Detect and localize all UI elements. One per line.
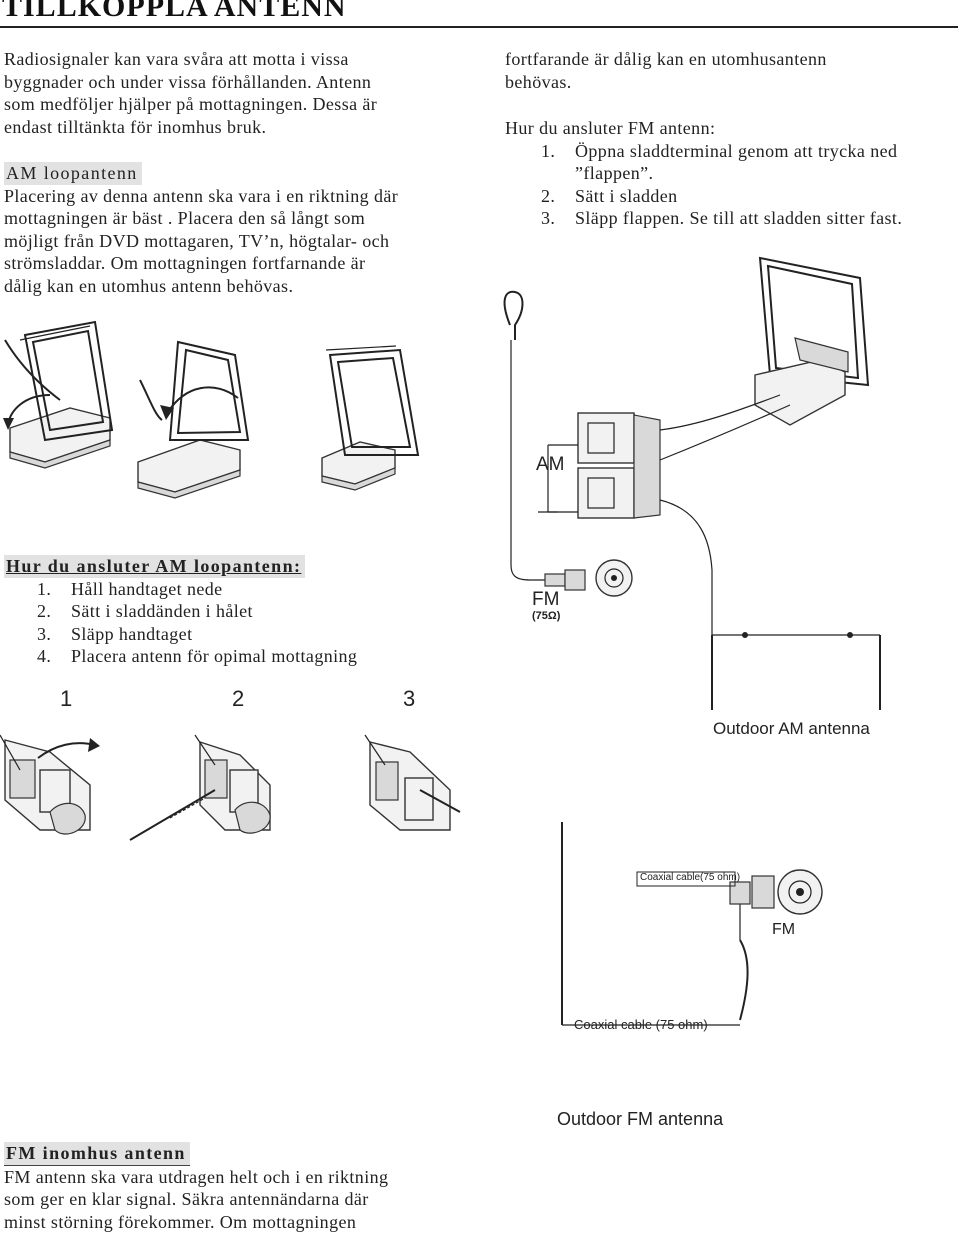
am-terminal-icon <box>577 467 635 519</box>
am-section-line: strömsladdar. Om mottagningen fortfarnan… <box>4 253 366 274</box>
terminal-clip-icon <box>0 734 100 835</box>
list-item: 3.Släpp handtaget <box>37 623 193 644</box>
am-section: AM loopantenn Placering av denna antenn … <box>4 162 398 298</box>
terminal-clip-icon <box>129 734 271 841</box>
fm-indoor-line: som ger en klar signal. Säkra antennända… <box>4 1189 369 1210</box>
fm-small-label: FM <box>772 921 796 938</box>
list-item: 3.Släpp flappen. Se till att sladden sit… <box>541 208 903 229</box>
intro-line: som medföljer hjälper på mottagningen. D… <box>4 94 378 115</box>
terminal-clip-icon <box>364 734 461 831</box>
fm-indoor-heading: FM inomhus antenn <box>4 1142 190 1166</box>
fm-am-connection-diagram <box>503 256 881 710</box>
am-loop-antenna-icon <box>758 256 870 387</box>
am-loop-placement-figure <box>3 320 420 499</box>
am-section-heading: AM loopantenn <box>4 162 142 185</box>
list-item: 2.Sätt i sladdänden i hålet <box>37 601 253 622</box>
am-section-line: möjligt från DVD mottagaren, TV’n, högta… <box>4 230 390 251</box>
am-section-line: dålig kan en utomhus antenn behövas. <box>4 275 294 296</box>
am-loop-antenna-icon <box>137 340 250 499</box>
am-terminal-label: AM <box>536 454 565 475</box>
title-rule <box>0 26 958 28</box>
list-item: 1.Håll handtaget nede <box>37 578 223 599</box>
am-connect-heading: Hur du ansluter AM loopantenn: <box>4 555 306 578</box>
list-item: ”flappen”. <box>575 163 654 184</box>
fm-ohm-label: (75Ω) <box>532 610 561 622</box>
am-terminal-steps-figure <box>0 734 461 841</box>
fm-terminal-label: FM <box>532 589 560 610</box>
outdoor-am-label: Outdoor AM antenna <box>713 719 870 738</box>
coax-small-label: Coaxial cable(75 ohm) <box>640 872 741 883</box>
am-terminal-icon <box>577 412 635 464</box>
list-item: 1.Öppna sladdterminal genom att trycka n… <box>541 140 898 161</box>
intro-line: endast tilltänkta för inomhus bruk. <box>4 116 267 137</box>
intro-line: byggnader och under vissa förhållanden. … <box>4 71 372 92</box>
coax-large-label: Coaxial cable (75 ohm) <box>574 1017 708 1032</box>
page-title: TILLKOPPLA ANTENN <box>2 0 347 23</box>
list-item: 4.Placera antenn för opimal mottagning <box>37 646 358 667</box>
fm-wire-antenna-icon <box>503 290 524 340</box>
fm-connect-steps: 1.Öppna sladdterminal genom att trycka n… <box>541 140 902 230</box>
am-section-line: Placering av denna antenn ska vara i en … <box>4 185 399 206</box>
intro-paragraph: Radiosignaler kan vara svåra att motta i… <box>4 48 377 138</box>
am-loop-antenna-icon <box>321 345 420 491</box>
outdoor-fm-antenna-figure <box>561 822 823 1026</box>
fm-connect-section: Hur du ansluter FM antenn: 1.Öppna sladd… <box>505 117 902 230</box>
am-loop-antenna-icon <box>3 320 114 469</box>
fm-indoor-section: FM inomhus antenn FM antenn ska vara utd… <box>4 1142 388 1233</box>
step-number: 3 <box>403 686 416 711</box>
fm-indoor-line: minst störning förekommer. Om mottagning… <box>4 1211 357 1232</box>
fm-indoor-line: FM antenn ska vara utdragen helt och i e… <box>4 1166 389 1187</box>
am-connect-section: Hur du ansluter AM loopantenn: 1.Håll ha… <box>4 555 357 668</box>
coax-label-box <box>636 871 736 887</box>
right-intro-line: behövas. <box>505 71 572 92</box>
am-section-line: mottagningen är bäst . Placera den så lå… <box>4 208 366 229</box>
fm-connect-heading: Hur du ansluter FM antenn: <box>505 118 716 138</box>
intro-line: Radiosignaler kan vara svåra att motta i… <box>4 49 349 69</box>
outdoor-fm-label: Outdoor FM antenna <box>557 1109 724 1129</box>
right-intro-line: fortfarande är dålig kan en utomhusanten… <box>505 49 827 69</box>
step-number: 1 <box>60 686 73 711</box>
right-intro: fortfarande är dålig kan en utomhusanten… <box>505 48 827 93</box>
am-connect-steps: 1.Håll handtaget nede 2.Sätt i sladdände… <box>37 578 357 668</box>
step-number: 2 <box>232 686 245 711</box>
list-item: 2.Sätt i sladden <box>541 185 678 206</box>
